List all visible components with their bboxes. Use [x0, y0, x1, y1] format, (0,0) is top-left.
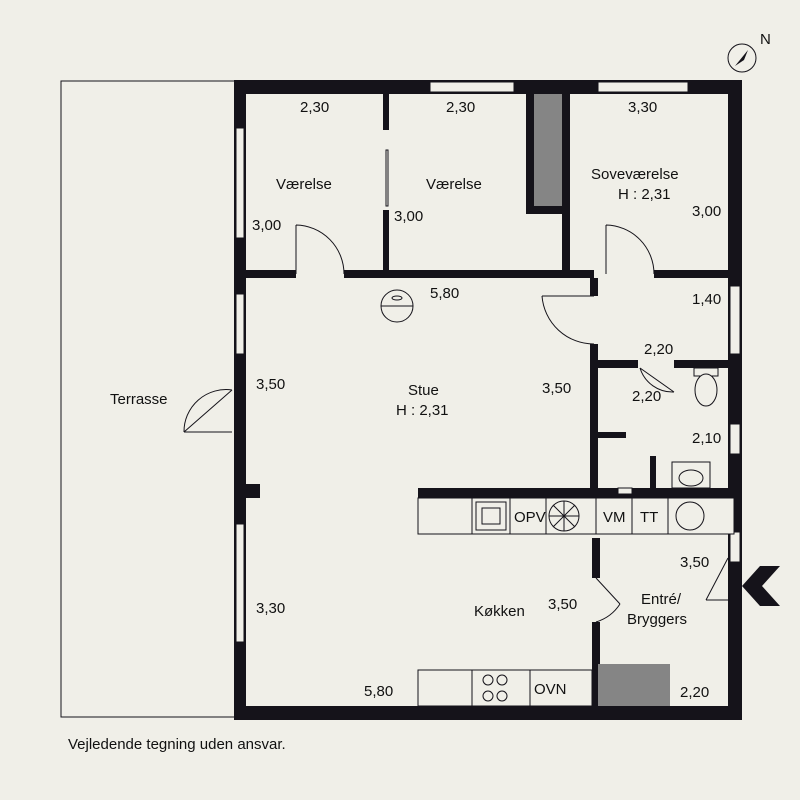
compass-icon	[727, 43, 757, 73]
doors	[183, 224, 729, 623]
bathroom-sink-icon	[671, 461, 711, 489]
living-depth-left: 3,50	[256, 376, 285, 393]
room1-depth: 3,00	[252, 217, 281, 234]
living-name: Stue	[408, 382, 439, 399]
chimney	[534, 94, 562, 206]
kitchen-depth-right: 3,50	[548, 596, 577, 613]
washer-label: VM	[603, 509, 626, 526]
kitchen-depth-left: 3,30	[256, 600, 285, 617]
compass-north-label: N	[760, 31, 771, 48]
hob-icon	[482, 674, 508, 702]
kitchen-name: Køkken	[474, 603, 525, 620]
bedroom-depth: 3,00	[692, 203, 721, 220]
terrace-name: Terrasse	[110, 391, 168, 408]
entry-depth: 2,20	[680, 684, 709, 701]
kitchen-width: 5,80	[364, 683, 393, 700]
hall-width: 1,40	[692, 291, 721, 308]
dryer-label: TT	[640, 509, 658, 526]
bedroom-width: 3,30	[628, 99, 657, 116]
room2-name: Værelse	[426, 176, 482, 193]
hall-depth: 2,20	[644, 341, 673, 358]
living-width: 5,80	[430, 285, 459, 302]
entry-name-line1: Entré/	[641, 591, 682, 608]
toilet-icon	[693, 367, 719, 407]
oven-label: OVN	[534, 681, 567, 698]
washbasin-icon	[675, 501, 705, 531]
entry-width: 3,50	[680, 554, 709, 571]
entry-name-line2: Bryggers	[627, 611, 687, 628]
living-depth-right: 3,50	[542, 380, 571, 397]
toilet-width: 2,20	[632, 388, 661, 405]
disclaimer-text: Vejledende tegning uden ansvar.	[68, 736, 286, 753]
floor-drain-icon	[617, 487, 633, 495]
room2-width: 2,30	[446, 99, 475, 116]
wood-stove-icon	[380, 289, 414, 323]
living-height: H : 2,31	[396, 402, 449, 419]
room1-width: 2,30	[300, 99, 329, 116]
windows	[235, 81, 741, 643]
dishwasher-label: OPV	[514, 509, 546, 526]
room1-name: Værelse	[276, 176, 332, 193]
bedroom-height: H : 2,31	[618, 186, 671, 203]
room2-depth: 3,00	[394, 208, 423, 225]
kitchen-counter-top	[417, 497, 735, 535]
entrance-arrow-icon	[742, 566, 780, 606]
bedroom-name: Soveværelse	[591, 166, 679, 183]
utility-box	[598, 664, 670, 706]
kitchen-counter-bottom	[417, 669, 593, 707]
toilet-depth: 2,10	[692, 430, 721, 447]
